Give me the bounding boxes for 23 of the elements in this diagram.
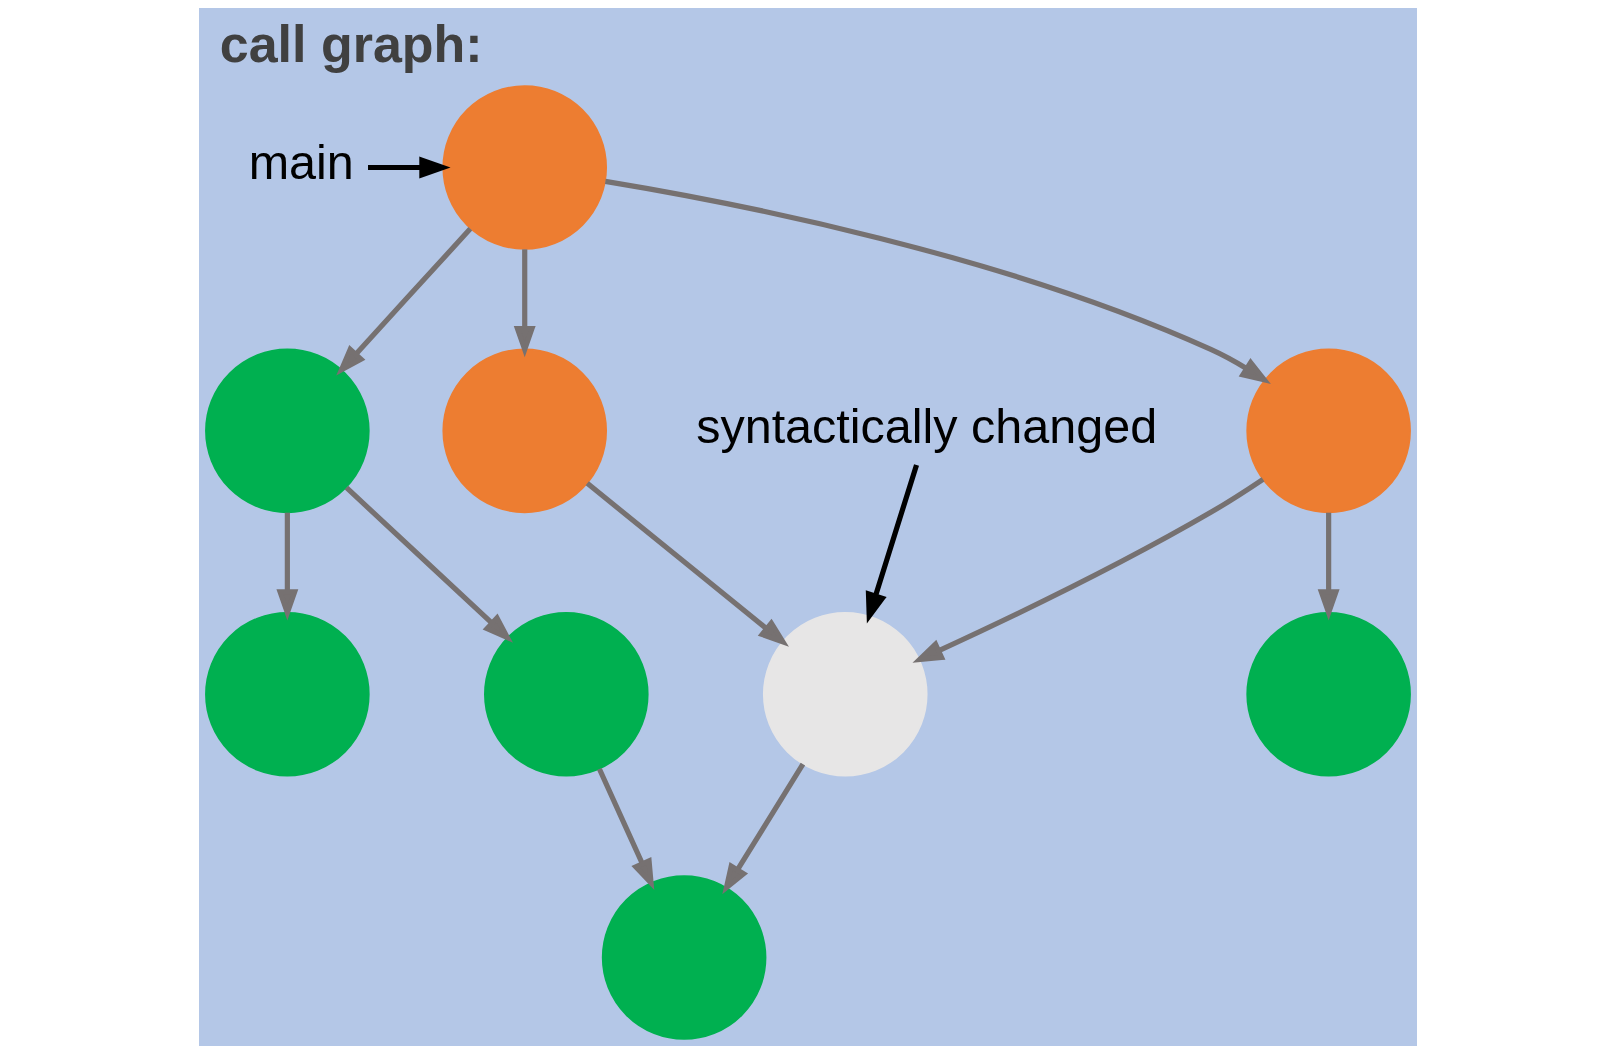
node-circle [205,348,370,514]
node-text: syntactically changed [696,398,1158,453]
node-circle [442,85,608,250]
arrow [597,767,655,890]
arrow [722,762,806,895]
diagram-title: call graph: [219,14,483,73]
arrow [336,227,473,376]
node-circle [1246,348,1411,514]
node-circle [442,348,608,514]
arrow [513,249,536,358]
arrow [368,156,451,179]
arrow [276,512,299,621]
node-circle [205,611,370,777]
node-text: main [248,135,354,190]
node-circle [601,875,767,1040]
arrow [344,485,513,643]
node-circle [762,611,928,777]
arrow [912,477,1265,663]
arrow [865,464,919,624]
arrow [604,178,1271,385]
arrow [585,481,789,647]
arrow [1317,512,1340,621]
node-circle [1246,611,1411,777]
